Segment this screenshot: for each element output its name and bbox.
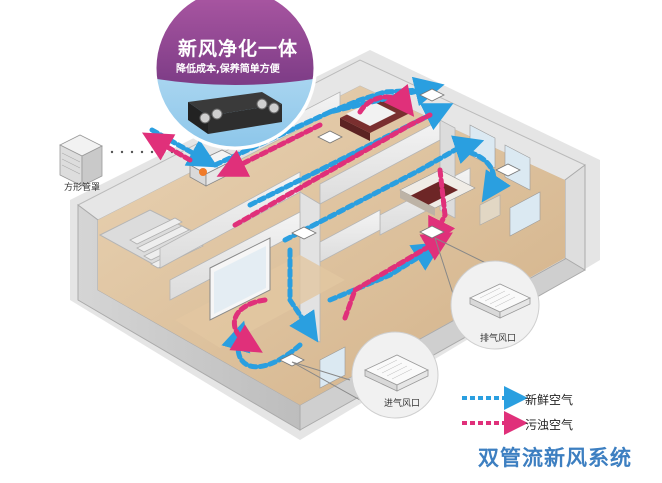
stale-air-flows [141,83,456,353]
exhaust-vent-callout [450,260,540,350]
bed-right [399,169,476,216]
duct-cover [59,134,103,187]
erv-status-icon [199,168,207,176]
hero-subtitle: 降低成本,保养简单方便 [176,64,280,75]
exhaust-vent-label: 排气风口 [480,334,517,344]
system-title: 双管流新风系统 [478,446,632,470]
legend-stale-air-label: 污浊空气 [525,418,574,432]
supply-vent-callout [351,331,439,419]
legend-fresh-air-label: 新鲜空气 [525,393,574,407]
supply-vent-label: 进气风口 [384,399,421,409]
duct-cover-label: 方形管罩 [64,183,101,193]
right-outer-wall [564,164,586,271]
ceiling-vents [279,88,521,367]
hero-title: 新风净化一体 [178,38,299,60]
duct-cover-dotted-line [110,150,174,154]
erv-machine [188,92,282,134]
hero-bubble [153,0,317,150]
